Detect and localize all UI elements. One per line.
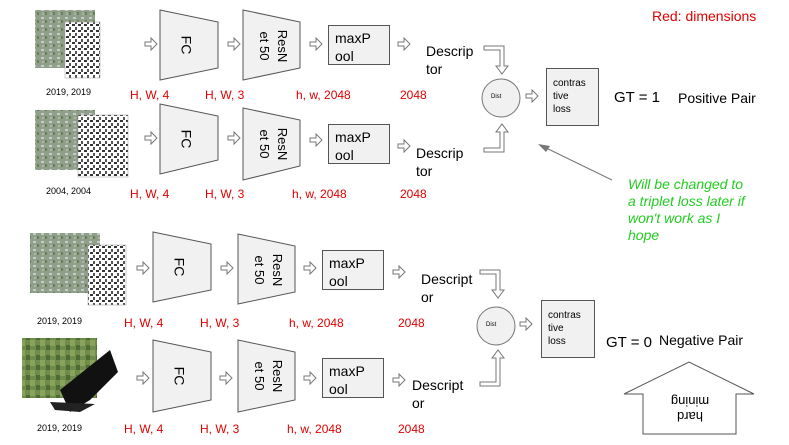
dim-resnet-row3: H, W, 3 bbox=[200, 316, 240, 330]
dim-fc-row4: H, W, 4 bbox=[124, 422, 164, 436]
dim-descriptor-row1: 2048 bbox=[400, 88, 427, 102]
dist-circle-top bbox=[481, 78, 521, 118]
dim-descriptor-row4: 2048 bbox=[398, 422, 425, 436]
dim-maxpool-row4: h, w, 2048 bbox=[287, 422, 342, 436]
fc-label-row4: FC bbox=[171, 366, 188, 386]
merge-arrows-top bbox=[483, 45, 509, 153]
year-label-row1: 2019, 2019 bbox=[46, 87, 92, 97]
gt-label-bottom: GT = 0 bbox=[606, 334, 652, 351]
resnet-blocks bbox=[237, 9, 301, 413]
fc-blocks bbox=[152, 9, 219, 413]
dim-resnet-row2: H, W, 3 bbox=[205, 187, 245, 201]
dim-maxpool-row2: h, w, 2048 bbox=[292, 187, 347, 201]
gt-label-top: GT = 1 bbox=[614, 89, 660, 106]
dim-fc-row2: H, W, 4 bbox=[130, 187, 170, 201]
dim-resnet-row1: H, W, 3 bbox=[205, 88, 245, 102]
flow-arrows bbox=[136, 36, 539, 388]
note-arrow bbox=[538, 144, 613, 181]
dim-resnet-row4: H, W, 3 bbox=[200, 422, 240, 436]
aerial-image-row3 bbox=[30, 233, 127, 306]
fc-label-row3: FC bbox=[171, 257, 188, 277]
dist-label-top: Dist bbox=[491, 94, 502, 100]
aerial-image-row2 bbox=[35, 110, 129, 178]
dim-fc-row1: H, W, 4 bbox=[130, 88, 170, 102]
hard-mining-arrow bbox=[623, 361, 755, 435]
dim-maxpool-row1: h, w, 2048 bbox=[296, 88, 351, 102]
year-label-row4: 2019, 2019 bbox=[37, 423, 83, 433]
dim-descriptor-row2: 2048 bbox=[400, 187, 427, 201]
fc-label-row1: FC bbox=[178, 35, 195, 55]
legend-red-dimensions: Red: dimensions bbox=[652, 8, 757, 24]
merge-arrows-bottom bbox=[479, 269, 505, 387]
pair-label-bottom: Negative Pair bbox=[659, 332, 744, 348]
dim-fc-row3: H, W, 4 bbox=[124, 316, 164, 330]
year-label-row2: 2004, 2004 bbox=[46, 186, 92, 196]
dist-circle-bottom bbox=[476, 306, 516, 346]
aerial-image-row1 bbox=[35, 10, 101, 79]
dist-label-bottom: Dist bbox=[486, 322, 497, 328]
fc-label-row2: FC bbox=[178, 129, 195, 149]
year-label-row3: 2019, 2019 bbox=[37, 316, 83, 326]
aerial-image-row4 bbox=[22, 338, 118, 412]
dim-descriptor-row3: 2048 bbox=[398, 316, 425, 330]
dim-maxpool-row3: h, w, 2048 bbox=[289, 316, 344, 330]
pair-label-top: Positive Pair bbox=[678, 90, 756, 106]
